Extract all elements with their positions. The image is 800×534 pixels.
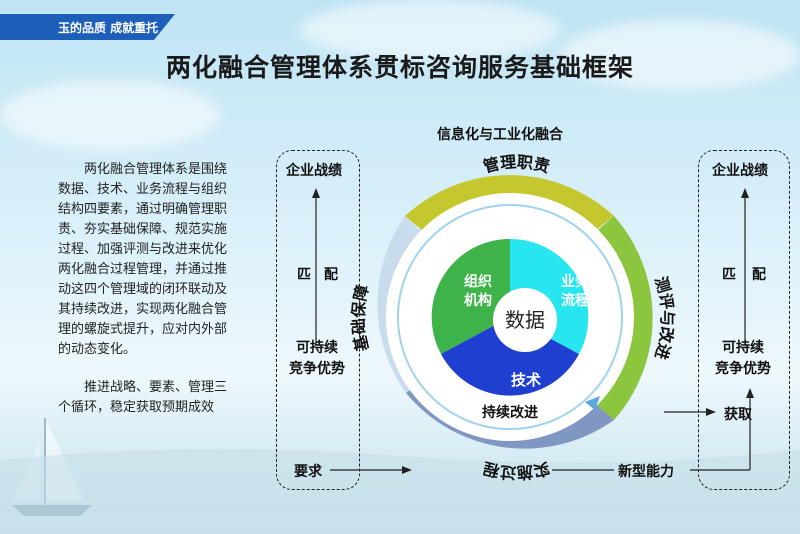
- right-match-1: 匹: [722, 267, 736, 283]
- right-box-bottom-line2: 竞争优势: [715, 361, 771, 377]
- process-label-line2: 流程: [561, 292, 589, 309]
- pie-org: [431, 238, 510, 354]
- data-label: 数据: [505, 308, 545, 332]
- arrow-head-icon: [746, 388, 754, 398]
- org-label-line1: 组织: [464, 273, 492, 290]
- description: 两化融合管理体系是围绕数据、技术、业务流程与组织结构四要素，通过明确管理职责、夯…: [58, 160, 228, 436]
- left-match-2: 配: [324, 267, 338, 283]
- data-center-circle: [493, 288, 557, 352]
- segment-implementation: [406, 376, 614, 449]
- ring-title: 信息化与工业化融合: [437, 127, 563, 143]
- cycle-arrow-icon: [585, 396, 600, 410]
- arrow-head-icon: [706, 408, 716, 416]
- right-box-bottom-line1: 可持续: [722, 340, 764, 356]
- description-paragraph: 推进战略、要素、管理三个循环，稳定获取预期成效: [58, 380, 228, 415]
- left-box-bottom-line2: 竞争优势: [289, 361, 345, 377]
- left-box-bottom-line1: 可持续: [296, 340, 338, 356]
- requirement-label: 要求: [294, 464, 322, 480]
- tech-label: 技术: [511, 371, 541, 389]
- new-capability-label: 新型能力: [618, 464, 674, 480]
- cloud-decoration: [0, 80, 220, 150]
- right-box-top: 企业战绩: [712, 163, 768, 179]
- cycle-label: 持续改进: [482, 404, 538, 421]
- process-label-line1: 业务: [561, 273, 590, 290]
- banner: 玉的品质 成就重托: [0, 14, 175, 40]
- left-match-1: 匹: [297, 267, 311, 283]
- arrow-head-icon: [741, 188, 749, 198]
- left-box-top: 企业战绩: [286, 163, 342, 179]
- cycle-ring: [397, 204, 623, 430]
- left-box-bottom: 可持续 竞争优势: [276, 338, 358, 380]
- cloud-decoration: [300, 0, 560, 60]
- sea-decoration: [0, 448, 800, 534]
- right-box-bottom: 可持续 竞争优势: [698, 338, 788, 380]
- right-strategy-box: [698, 150, 790, 490]
- right-match-2: 配: [752, 267, 766, 283]
- segment-label-management: 管理职责: [481, 152, 552, 176]
- left-strategy-box: [276, 150, 360, 490]
- description-paragraph: 两化融合管理体系是围绕数据、技术、业务流程与组织结构四要素，通过明确管理职责、夯…: [58, 162, 228, 357]
- obtain-label: 获取: [724, 407, 752, 423]
- banner-text: 玉的品质 成就重托: [58, 21, 159, 35]
- segment-label-evaluation: 测评与改进: [651, 274, 677, 361]
- cloud-decoration: [560, 20, 800, 90]
- arrow-head-icon: [312, 188, 320, 198]
- arrow-head-icon: [402, 466, 412, 474]
- page-title: 两化融合管理体系贯标咨询服务基础框架: [165, 53, 634, 82]
- org-label-line2: 机构: [464, 292, 492, 309]
